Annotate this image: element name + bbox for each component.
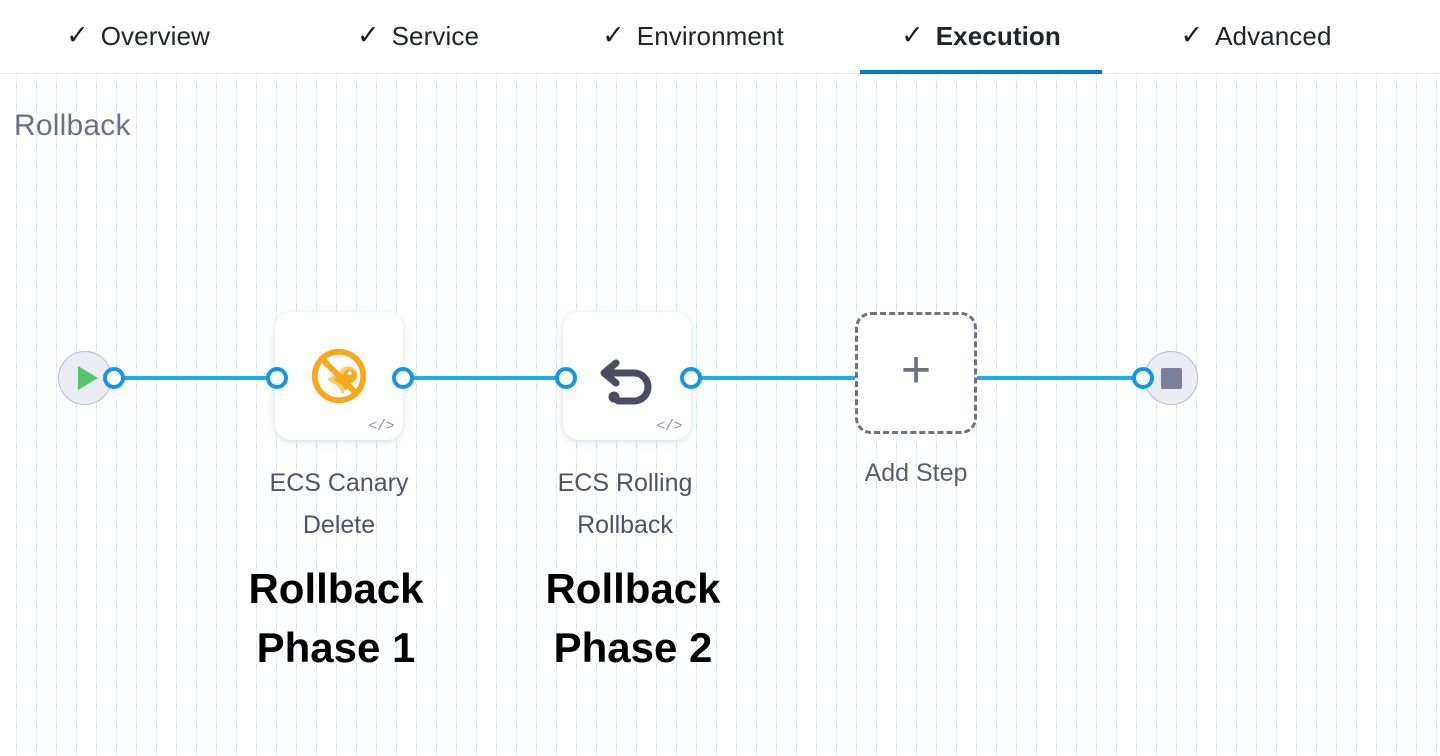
plus-icon: +: [900, 341, 932, 399]
pipeline-start-node[interactable]: [58, 351, 112, 405]
tab-advanced[interactable]: ✓ Advanced: [1146, 0, 1366, 74]
tab-environment[interactable]: ✓ Environment: [578, 0, 808, 74]
tab-label: Overview: [100, 21, 210, 51]
step-node-ecs-rolling-rollback[interactable]: </>: [563, 312, 691, 440]
tab-underline: [328, 70, 508, 74]
stop-icon: [1160, 367, 1182, 389]
rollback-arrow-icon: [594, 345, 660, 407]
tab-service[interactable]: ✓ Service: [328, 0, 508, 74]
step-node-ecs-canary-delete[interactable]: </>: [275, 312, 403, 440]
tab-label: Environment: [636, 21, 784, 51]
connector-dot-end-in[interactable]: [1132, 367, 1154, 389]
tab-execution[interactable]: ✓ Execution: [860, 0, 1102, 74]
connector-dot-step1-out[interactable]: [392, 367, 414, 389]
tab-underline-active: [860, 69, 1102, 74]
check-icon: ✓: [66, 20, 89, 50]
connector-dot-step1-in[interactable]: [266, 367, 288, 389]
stage-title: Rollback: [14, 109, 131, 142]
check-icon: ✓: [1180, 20, 1204, 50]
add-step-label: Add Step: [864, 459, 968, 487]
tab-label: Execution: [935, 21, 1061, 51]
annotation-rollback-phase-2: Rollback Phase 2: [545, 565, 721, 671]
step-label-ecs-rolling-rollback: ECS Rolling Rollback: [557, 469, 693, 539]
tab-label: Service: [391, 21, 480, 51]
check-icon: ✓: [602, 20, 625, 50]
code-badge-icon[interactable]: </>: [368, 418, 394, 435]
tab-underline: [38, 70, 238, 74]
tab-overview[interactable]: ✓ Overview: [38, 0, 238, 74]
check-icon: ✓: [901, 20, 924, 50]
check-icon: ✓: [356, 20, 380, 50]
code-badge-icon[interactable]: </>: [656, 418, 682, 435]
play-icon: [78, 366, 98, 390]
tab-label: Advanced: [1215, 21, 1332, 51]
tab-underline: [578, 70, 808, 74]
pipeline-canvas[interactable]: Rollback: [0, 74, 1440, 756]
ecs-canary-delete-icon: [308, 345, 370, 407]
add-step-button[interactable]: +: [855, 312, 977, 434]
step-label-ecs-canary-delete: ECS Canary Delete: [269, 469, 409, 539]
tab-underline: [1146, 70, 1366, 74]
edge-step1-to-step2: [398, 376, 570, 380]
wizard-tab-bar: ✓ Overview ✓ Service ✓ Environment ✓ Exe…: [0, 0, 1440, 74]
edge-step2-to-addstep: [686, 376, 976, 380]
execution-flow-graph: </> ECS Canary Delete </> ECS Rolling Ro…: [0, 74, 1440, 756]
connector-dot-step2-in[interactable]: [555, 367, 577, 389]
connector-dot-step2-out[interactable]: [680, 367, 702, 389]
connector-dot-start-out[interactable]: [103, 367, 125, 389]
edge-addstep-to-end: [972, 376, 1144, 380]
edge-start-to-step1: [112, 376, 284, 380]
annotation-rollback-phase-1: Rollback Phase 1: [248, 565, 424, 671]
